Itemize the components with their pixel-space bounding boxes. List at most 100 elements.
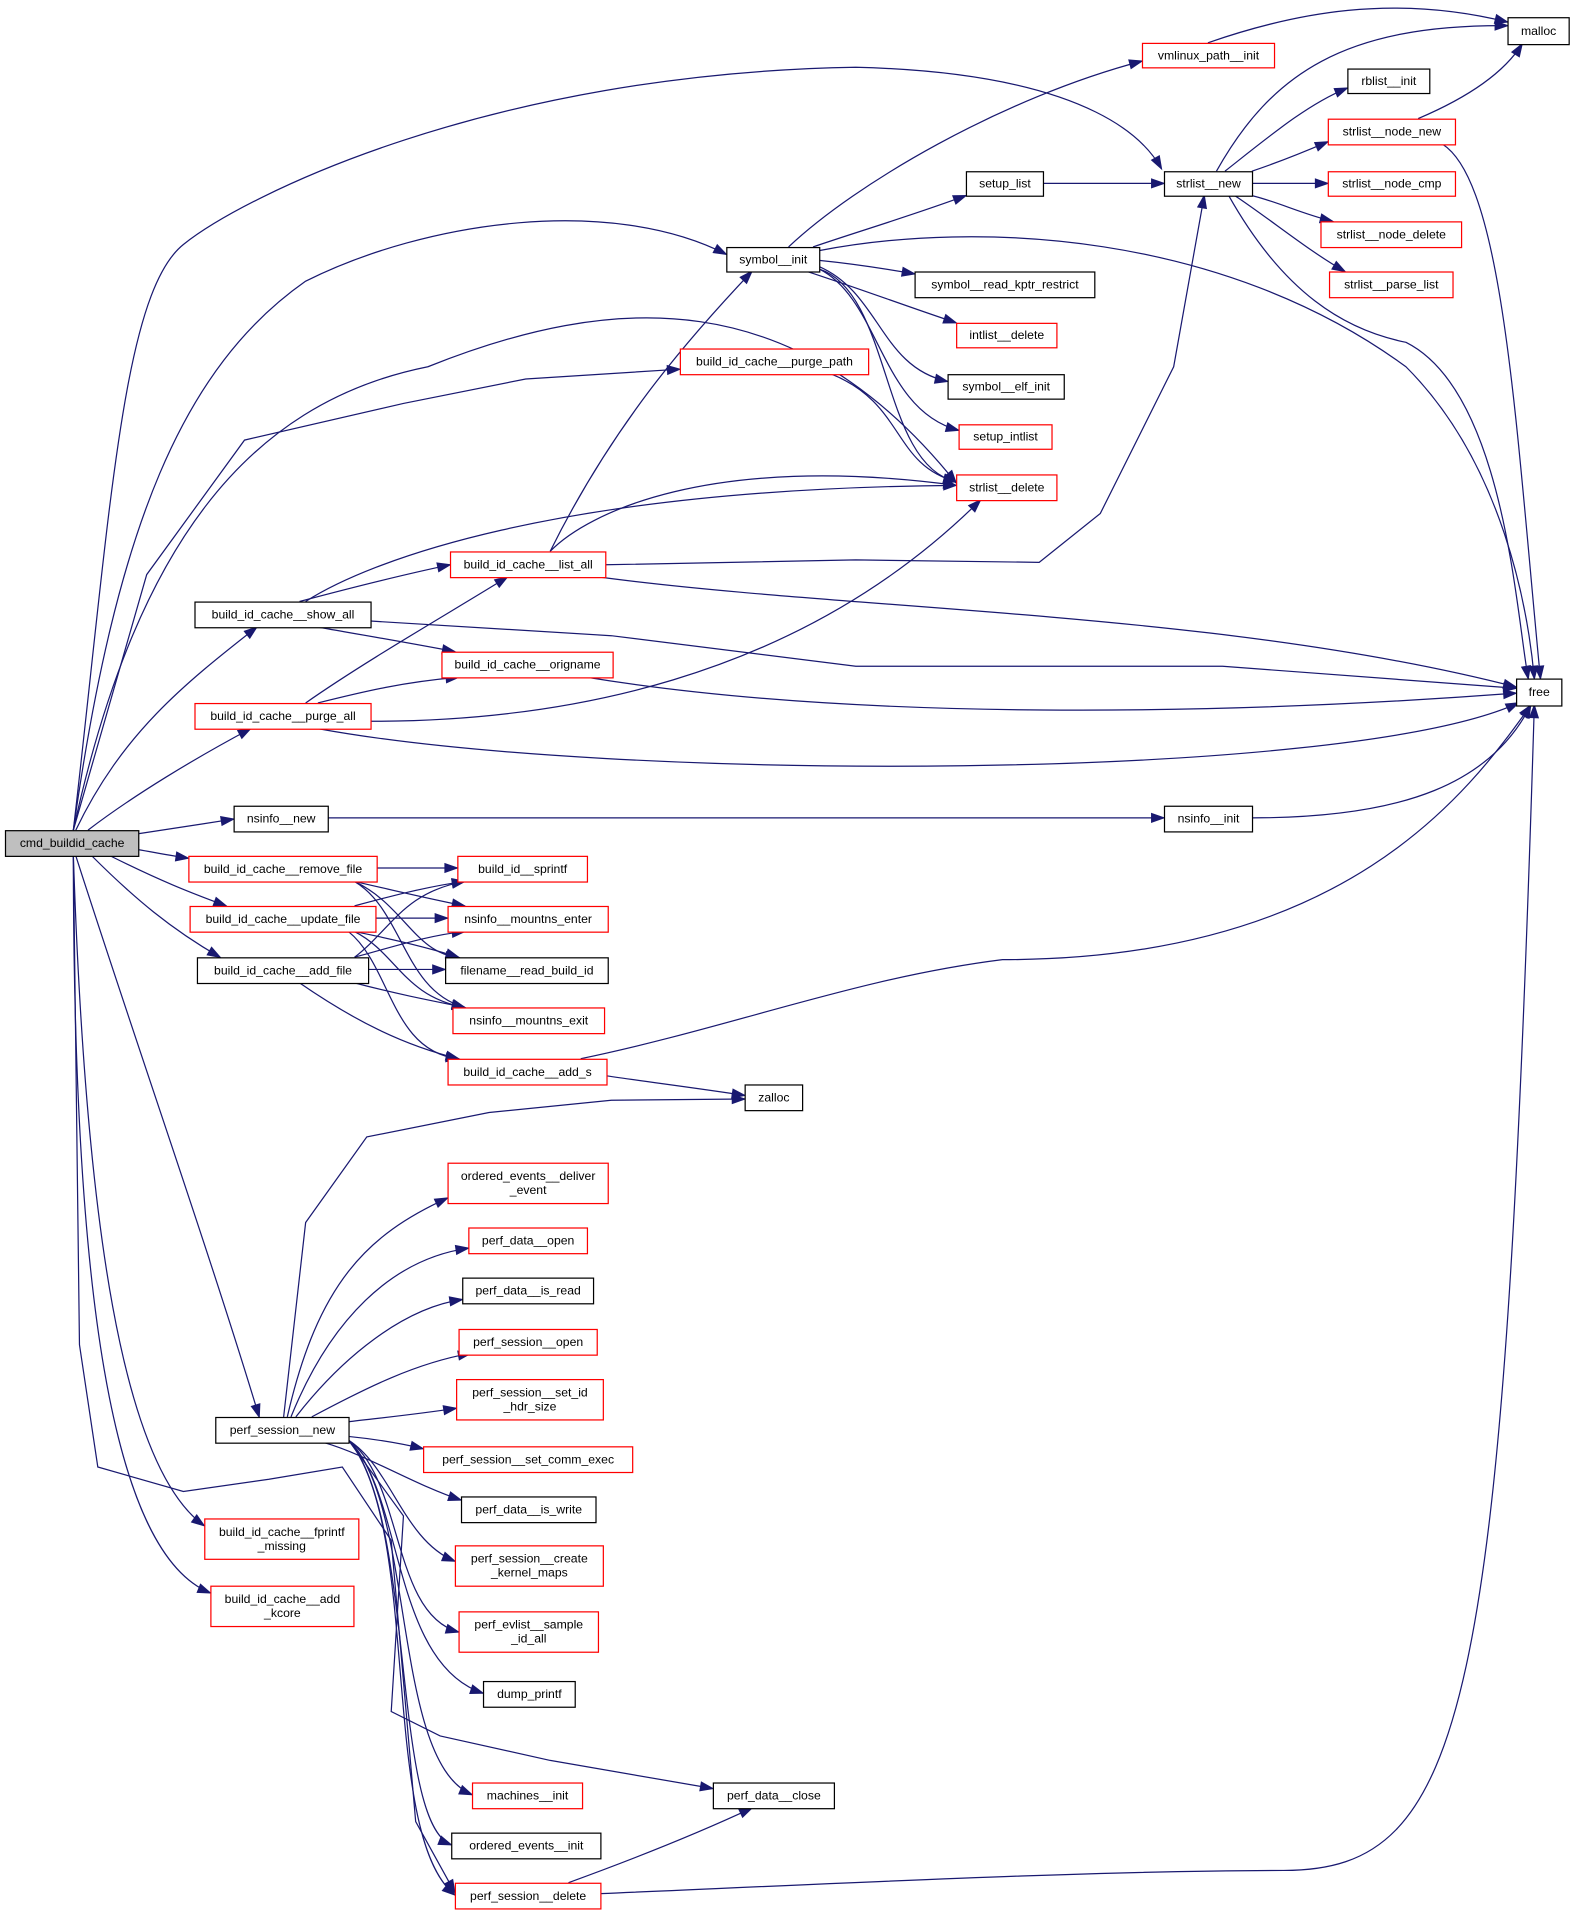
node-build-id-cache-add-s[interactable]: build_id_cache__add_s (447, 1058, 608, 1086)
node-strlist-delete[interactable]: strlist__delete (956, 474, 1058, 502)
node-dump-printf[interactable]: dump_printf (482, 1680, 576, 1708)
node-filename-read-build-id[interactable]: filename__read_build_id (445, 957, 609, 985)
edges-layer (72, 7, 1545, 1897)
node-strlist-new[interactable]: strlist__new (1163, 171, 1254, 197)
node-free[interactable]: free (1515, 678, 1563, 707)
node-box (458, 1328, 598, 1356)
node-label: build_id_cache__add_s (463, 1065, 591, 1079)
node-strlist-parse-list[interactable]: strlist__parse_list (1328, 271, 1454, 299)
node-perf-session-open[interactable]: perf_session__open (458, 1328, 598, 1356)
edge-line (812, 195, 967, 248)
node-label: rblist__init (1361, 74, 1417, 88)
node-nsinfo-new[interactable]: nsinfo__new (233, 805, 329, 833)
node-build-id-cache-show-all[interactable]: build_id_cache__show_all (194, 601, 372, 629)
node-perf-session-create-kernel-maps[interactable]: perf_session__create_kernel_maps (454, 1545, 604, 1587)
node-box (194, 702, 372, 730)
node-build-id-cache-add-file[interactable]: build_id_cache__add_file (196, 957, 370, 985)
edge-line (283, 1098, 745, 1417)
node-box (441, 651, 614, 679)
node-build-id-cache-list-all[interactable]: build_id_cache__list_all (449, 551, 607, 579)
node-nsinfo-mountns-enter[interactable]: nsinfo__mountns_enter (447, 905, 609, 933)
node-label: symbol__init (739, 252, 808, 266)
edge-line (549, 270, 753, 552)
edge-line (831, 373, 957, 483)
node-build-id-cache-update-file[interactable]: build_id_cache__update_file (189, 905, 377, 933)
node-setup-list[interactable]: setup_list (965, 171, 1045, 197)
node-strlist-node-delete[interactable]: strlist__node_delete (1320, 221, 1463, 249)
arrowhead-icon (1314, 178, 1330, 189)
edge-line (348, 1407, 457, 1423)
node-perf-data-close[interactable]: perf_data__close (712, 1782, 836, 1810)
node-perf-data-is-read[interactable]: perf_data__is_read (462, 1277, 595, 1305)
arrowhead-icon (440, 1551, 457, 1562)
edge-perf-session-new-to-perf-session-set-id-hdr-size (348, 1405, 458, 1423)
nodes-layer: cmd_buildid_cachesymbol__initstrlist__ne… (4, 17, 1570, 1910)
node-label: symbol__elf_init (962, 380, 1050, 394)
node-label: filename__read_build_id (460, 963, 593, 977)
node-perf-session-set-comm-exec[interactable]: perf_session__set_comm_exec (423, 1446, 634, 1474)
node-vmlinux-path-init[interactable]: vmlinux_path__init (1141, 42, 1276, 69)
node-perf-session-set-id-hdr-size[interactable]: perf_session__set_id_hdr_size (456, 1378, 604, 1421)
node-box (447, 905, 609, 933)
node-box (458, 1611, 600, 1653)
arrowhead-icon (212, 896, 228, 907)
edge-line (295, 1298, 463, 1418)
node-label: symbol__read_kptr_restrict (931, 278, 1079, 292)
node-label: perf_session__new (230, 1423, 335, 1437)
node-label: strlist__node_delete (1337, 227, 1447, 241)
edge-perf-session-new-to-machines-init (348, 1439, 474, 1796)
node-strlist-node-cmp[interactable]: strlist__node_cmp (1327, 171, 1457, 197)
node-build-id-cache-add-kcore[interactable]: build_id_cache__add_kcore (210, 1585, 355, 1628)
node-symbol-elf-init[interactable]: symbol__elf_init (947, 374, 1065, 400)
arrowhead-icon (1313, 141, 1330, 152)
node-nsinfo-mountns-exit[interactable]: nsinfo__mountns_exit (452, 1007, 606, 1035)
node-perf-session-delete[interactable]: perf_session__delete (454, 1882, 602, 1910)
node-nsinfo-init[interactable]: nsinfo__init (1163, 805, 1254, 833)
node-strlist-node-new[interactable]: strlist__node_new (1327, 118, 1457, 146)
arrowhead-icon (1502, 688, 1518, 700)
node-label: free (1529, 685, 1550, 699)
node-box (196, 957, 370, 985)
arrowhead-icon (434, 912, 450, 924)
node-perf-session-new[interactable]: perf_session__new (215, 1416, 350, 1444)
node-symbol-init[interactable]: symbol__init (726, 246, 821, 273)
edge-line (605, 195, 1205, 566)
node-build-id-cache-purge-all[interactable]: build_id_cache__purge_all (194, 702, 372, 730)
node-rblist-init[interactable]: rblist__init (1347, 68, 1431, 95)
node-build-id-cache-remove-file[interactable]: build_id_cache__remove_file (188, 855, 378, 883)
edge-cmd-buildid-cache-to-symbol-init (72, 220, 728, 831)
node-setup-intlist[interactable]: setup_intlist (958, 424, 1053, 450)
arrowhead-icon (1331, 260, 1347, 273)
node-box (457, 855, 589, 883)
edge-build-id-cache-show-all-to-strlist-delete (305, 480, 958, 602)
edge-strlist-new-to-strlist-node-new (1251, 141, 1330, 172)
node-box (447, 1058, 608, 1086)
node-build-id-cache-purge-path[interactable]: build_id_cache__purge_path (679, 348, 870, 376)
arrowhead-icon (1504, 702, 1521, 713)
node-machines-init[interactable]: machines__init (471, 1782, 584, 1810)
node-perf-evlist-sample-id-all[interactable]: perf_evlist__sample_id_all (458, 1611, 600, 1653)
node-box (1320, 221, 1463, 249)
node-build-id-sprintf[interactable]: build_id__sprintf (457, 855, 589, 883)
node-box (965, 171, 1045, 197)
node-label: perf_session__set_id (472, 1385, 588, 1399)
node-malloc[interactable]: malloc (1507, 17, 1570, 46)
edge-line (72, 855, 211, 1594)
node-ordered-events-init[interactable]: ordered_events__init (451, 1832, 602, 1860)
arrowhead-icon (433, 1197, 450, 1209)
node-zalloc[interactable]: zalloc (744, 1084, 804, 1112)
arrowhead-icon (236, 727, 253, 740)
node-box (1141, 42, 1276, 69)
node-intlist-delete[interactable]: intlist__delete (956, 322, 1058, 349)
node-box (1327, 171, 1457, 197)
node-box (482, 1680, 576, 1708)
node-perf-data-open[interactable]: perf_data__open (468, 1227, 589, 1255)
arrowhead-icon (442, 1405, 458, 1416)
node-build-id-cache-fprintf-missing[interactable]: build_id_cache__fprintf_missing (204, 1518, 360, 1560)
node-label: _missing (257, 1539, 306, 1553)
node-build-id-cache-origname[interactable]: build_id_cache__origname (441, 651, 614, 679)
node-perf-data-is-write[interactable]: perf_data__is_write (460, 1496, 597, 1524)
arrowhead-icon (444, 948, 461, 959)
node-symbol-read-kptr-restrict[interactable]: symbol__read_kptr_restrict (914, 271, 1096, 299)
node-ordered-events-deliver-event[interactable]: ordered_events__deliver_event (447, 1162, 609, 1205)
